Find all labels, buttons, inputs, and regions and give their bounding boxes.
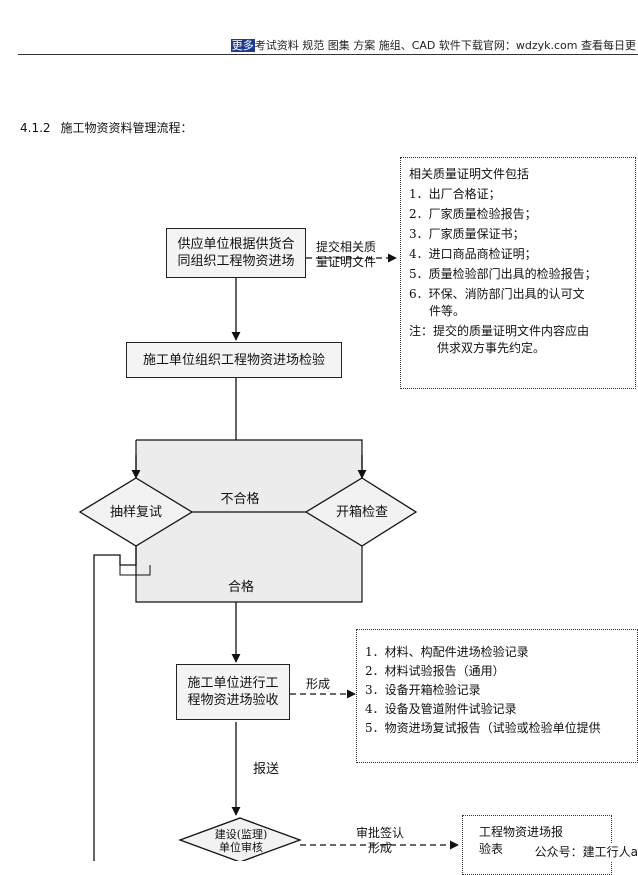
- record-item: 3．设备开箱检验记录: [365, 683, 481, 697]
- section-title: 施工物资资料管理流程：: [60, 121, 193, 135]
- form-label: 形成: [305, 677, 330, 691]
- record-item: 5．物资进场复试报告（试验或检验单位提供: [365, 721, 601, 735]
- sampling-retest-diamond: [78, 477, 194, 547]
- sampling-retest-label: 抽样复试: [109, 505, 162, 520]
- unpacking-check-diamond: [304, 477, 418, 547]
- record-item: 4．设备及管道附件试验记录: [365, 702, 517, 716]
- report-label: 报送: [252, 762, 279, 777]
- header-divider: [18, 54, 638, 55]
- page-header: 更多考试资料 规范 图集 方案 施组、CAD 软件下载官网：wdzyk.com …: [0, 0, 638, 62]
- supervision-label: 建设(监理)单位审核: [214, 828, 268, 854]
- more-link[interactable]: 更多: [230, 39, 255, 52]
- record-item: 2．材料试验报告（通用）: [365, 664, 505, 678]
- quality-docs-note: 供求双方事先约定。: [437, 341, 546, 355]
- quality-docs-heading: 相关质量证明文件包括: [409, 167, 530, 181]
- record-item: 1．材料、构配件进场检验记录: [365, 645, 529, 659]
- section-number: 4.1.2: [20, 121, 51, 135]
- quality-doc-item: 件等。: [429, 304, 466, 318]
- quality-doc-item: 6．环保、消防部门出具的认可文: [409, 287, 585, 301]
- wechat-watermark: 公众号：建工行人a: [528, 843, 638, 861]
- supplier-node: 供应单位根据供货合同组织工程物资进场: [166, 228, 306, 278]
- quality-doc-item: 1．出厂合格证；: [409, 187, 501, 201]
- header-text: 考试资料 规范 图集 方案 施组、CAD 软件下载官网：wdzyk.com 查看…: [254, 39, 636, 52]
- quality-docs-note: 注：提交的质量证明文件内容应由: [409, 324, 590, 338]
- pass-label: 合格: [227, 580, 254, 595]
- acceptance-node: 施工单位进行工程物资进场验收: [176, 664, 290, 720]
- quality-doc-item: 3．厂家质量保证书；: [409, 227, 525, 241]
- header-banner: 更多考试资料 规范 图集 方案 施组、CAD 软件下载官网：wdzyk.com …: [230, 37, 636, 53]
- section-heading: 4.1.2 施工物资资料管理流程：: [20, 119, 203, 136]
- quality-doc-item: 4．进口商品商检证明；: [409, 247, 537, 261]
- fail-label: 不合格: [220, 492, 260, 507]
- unpacking-check-label: 开箱检查: [335, 505, 388, 520]
- supervision-diamond: [178, 817, 302, 861]
- quality-doc-item: 2．厂家质量检验报告；: [409, 207, 537, 221]
- quality-docs-box: 相关质量证明文件包括 1．出厂合格证； 2．厂家质量检验报告； 3．厂家质量保证…: [400, 157, 636, 389]
- submit-docs-label: 提交相关质量证明文件: [315, 240, 376, 269]
- records-box: 1．材料、构配件进场检验记录 2．材料试验报告（通用） 3．设备开箱检验记录 4…: [356, 629, 638, 763]
- inspection-node: 施工单位组织工程物资进场检验: [126, 342, 342, 378]
- approve-label: 审批签认形成: [355, 826, 404, 855]
- quality-doc-item: 5．质量检验部门出具的检验报告；: [409, 267, 597, 281]
